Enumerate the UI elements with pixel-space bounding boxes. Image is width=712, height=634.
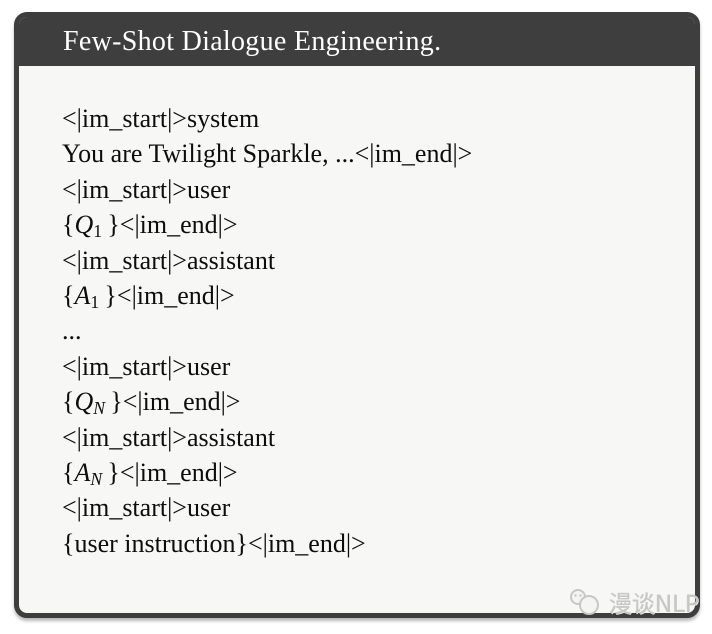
prompt-line: {QN }<|im_end|>	[62, 384, 681, 419]
prompt-line: {AN }<|im_end|>	[62, 455, 681, 490]
prompt-segment: {	[62, 458, 75, 488]
prompt-segment: Q	[74, 387, 94, 417]
prompt-line: You are Twilight Sparkle, ...<|im_end|>	[62, 136, 681, 171]
prompt-segment: You are Twilight Sparkle, ...<|im_end|>	[62, 139, 473, 169]
prompt-segment: A	[74, 281, 91, 311]
prompt-template-box: Few-Shot Dialogue Engineering. <|im_star…	[14, 12, 700, 618]
watermark-bubbles-logo-icon	[568, 588, 602, 616]
prompt-line: {Q1 }<|im_end|>	[62, 207, 681, 242]
prompt-segment: {	[62, 281, 75, 311]
figure-title: Few-Shot Dialogue Engineering.	[63, 25, 442, 57]
prompt-box-header: Few-Shot Dialogue Engineering.	[19, 17, 695, 66]
watermark: 漫谈NLP	[568, 585, 699, 619]
prompt-segment: {	[62, 210, 75, 240]
prompt-line: <|im_start|>assistant	[62, 420, 681, 455]
prompt-line: <|im_start|>user	[62, 349, 681, 384]
prompt-segment: 1	[90, 291, 100, 312]
prompt-line: {A1 }<|im_end|>	[62, 278, 681, 313]
prompt-segment: <|im_start|>user	[62, 174, 231, 204]
prompt-segment: {user instruction}<|im_end|>	[62, 528, 366, 558]
prompt-segment: <|im_start|>assistant	[62, 245, 276, 275]
prompt-segment: <|im_start|>user	[62, 351, 231, 381]
watermark-label: 漫谈NLP	[609, 592, 699, 618]
prompt-line: <|im_start|>user	[62, 490, 681, 525]
prompt-segment: N	[93, 398, 106, 419]
prompt-segment: {	[62, 387, 75, 417]
prompt-segment: <|im_start|>system	[62, 104, 260, 133]
prompt-line: {user instruction}<|im_end|>	[62, 526, 681, 561]
prompt-segment: Q	[74, 210, 94, 240]
prompt-segment: <|im_start|>assistant	[62, 422, 276, 452]
prompt-segment: }<|im_end|>	[99, 281, 235, 311]
prompt-segment: }<|im_end|>	[102, 458, 238, 488]
prompt-segment: ...	[62, 316, 82, 346]
prompt-segment: <|im_start|>user	[62, 493, 231, 523]
prompt-segment: }<|im_end|>	[105, 387, 241, 417]
prompt-line: <|im_start|>user	[62, 172, 681, 207]
prompt-segment: N	[90, 468, 103, 489]
prompt-line: <|im_start|>assistant	[62, 243, 681, 278]
prompt-line: <|im_start|>system	[62, 101, 681, 136]
prompt-segment: 1	[93, 221, 103, 242]
prompt-segment: }<|im_end|>	[102, 210, 238, 240]
prompt-line: ...	[62, 313, 681, 348]
prompt-segment: A	[74, 458, 91, 488]
